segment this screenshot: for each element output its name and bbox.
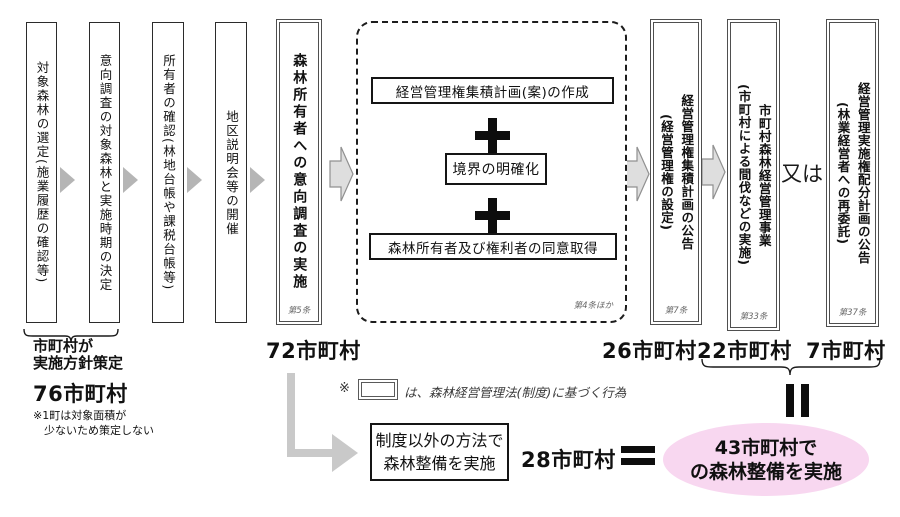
or-label: 又は	[781, 162, 823, 186]
article-label: 第37条	[838, 308, 867, 318]
step-sublabel: (林業経営者への再委託)	[835, 101, 851, 245]
article-label: 第33条	[739, 312, 768, 322]
step-box-rights-allocation: 経営管理実施権配分計画の公告 (林業経営者への再委託) 第37条	[826, 19, 879, 327]
process-step-label: 森林所有者及び権利者の同意取得	[388, 240, 598, 257]
equals-icon	[621, 458, 655, 465]
process-group: 経営管理権集積計画(案)の作成 境界の明確化 森林所有者及び権利者の同意取得 第…	[356, 21, 627, 323]
right-brace	[701, 358, 881, 376]
process-step-plan-draft: 経営管理権集積計画(案)の作成	[371, 77, 614, 104]
step-label: 森林所有者への意向調査の実施	[291, 53, 308, 291]
plus-icon	[475, 118, 510, 153]
entrust-count: 7市町村	[806, 339, 886, 363]
step-box-select-target-forest: 対象森林の選定(施業履歴の確認等)	[26, 22, 57, 323]
step-box-intention-survey: 森林所有者への意向調査の実施 第5条	[276, 19, 322, 325]
process-step-label: 境界の明確化	[452, 162, 540, 178]
flow-arrow-icon	[187, 167, 202, 193]
process-step-label: 経営管理権集積計画(案)の作成	[395, 84, 590, 101]
step-label: 経営管理実施権配分計画の公告	[855, 82, 871, 264]
elbow-arrow-icon	[287, 373, 295, 457]
step-box-survey-planning: 意向調査の対象森林と実施時期の決定	[89, 22, 120, 323]
alt-count: 28市町村	[521, 448, 616, 472]
alt-method-box: 制度以外の方法で 森林整備を実施	[370, 423, 509, 481]
policy-note: ※1町は対象面積が 少ないため策定しない	[33, 409, 154, 437]
elbow-arrow-icon	[287, 449, 332, 457]
elbow-arrow-icon	[332, 434, 358, 472]
article-label: 第5条	[287, 306, 311, 316]
result-ellipse: 43市町村で の森林整備を実施	[663, 423, 869, 496]
flow-arrow-icon	[60, 167, 75, 193]
legend-mark: ※	[339, 381, 350, 396]
article-label: 第7条	[664, 306, 688, 316]
step-box-plan-announcement: 経営管理権集積計画の公告 (経営管理権の設定) 第7条	[650, 19, 702, 325]
step-box-briefing-session: 地区説明会等の開催	[215, 22, 247, 323]
step-label: 対象森林の選定(施業履歴の確認等)	[34, 61, 50, 284]
legend-box-icon	[358, 379, 398, 400]
double-bar-icon	[786, 384, 794, 417]
step-label: 地区説明会等の開催	[224, 109, 239, 236]
step-sublabel: (市町村による間伐などの実施)	[736, 84, 752, 266]
process-step-consent: 森林所有者及び権利者の同意取得	[369, 233, 617, 260]
legend-text: は、森林経営管理法(制度)に基づく行為	[404, 385, 627, 400]
policy-label: 市町村が 実施方針策定	[33, 337, 124, 372]
step-label: 経営管理権集積計画の公告	[679, 94, 695, 250]
step-sublabel: (経営管理権の設定)	[659, 113, 674, 231]
step-label: 所有者の確認(林地台帳や課税台帳等)	[161, 54, 176, 291]
process-step-boundary: 境界の明確化	[445, 153, 547, 185]
announce-count: 26市町村	[602, 339, 697, 363]
equals-icon	[621, 446, 655, 453]
double-bar-icon	[801, 384, 809, 417]
step-label: 意向調査の対象森林と実施時期の決定	[97, 53, 113, 292]
left-brace	[23, 328, 119, 344]
municipal-count: 22市町村	[697, 339, 792, 363]
article-label: 第4条ほか	[573, 301, 613, 311]
step-label: 市町村森林経営管理事業	[756, 103, 772, 247]
plus-icon	[475, 198, 510, 233]
block-arrow-icon	[625, 146, 650, 202]
step-box-owner-confirmation: 所有者の確認(林地台帳や課税台帳等)	[152, 22, 184, 323]
survey-count: 72市町村	[266, 339, 361, 363]
flow-arrow-icon	[250, 167, 265, 193]
policy-count: 76市町村	[33, 382, 128, 406]
step-box-municipal-management: 市町村森林経営管理事業 (市町村による間伐などの実施) 第33条	[727, 19, 780, 331]
block-arrow-icon	[329, 146, 354, 202]
block-arrow-icon	[701, 144, 726, 200]
flow-arrow-icon	[123, 167, 138, 193]
